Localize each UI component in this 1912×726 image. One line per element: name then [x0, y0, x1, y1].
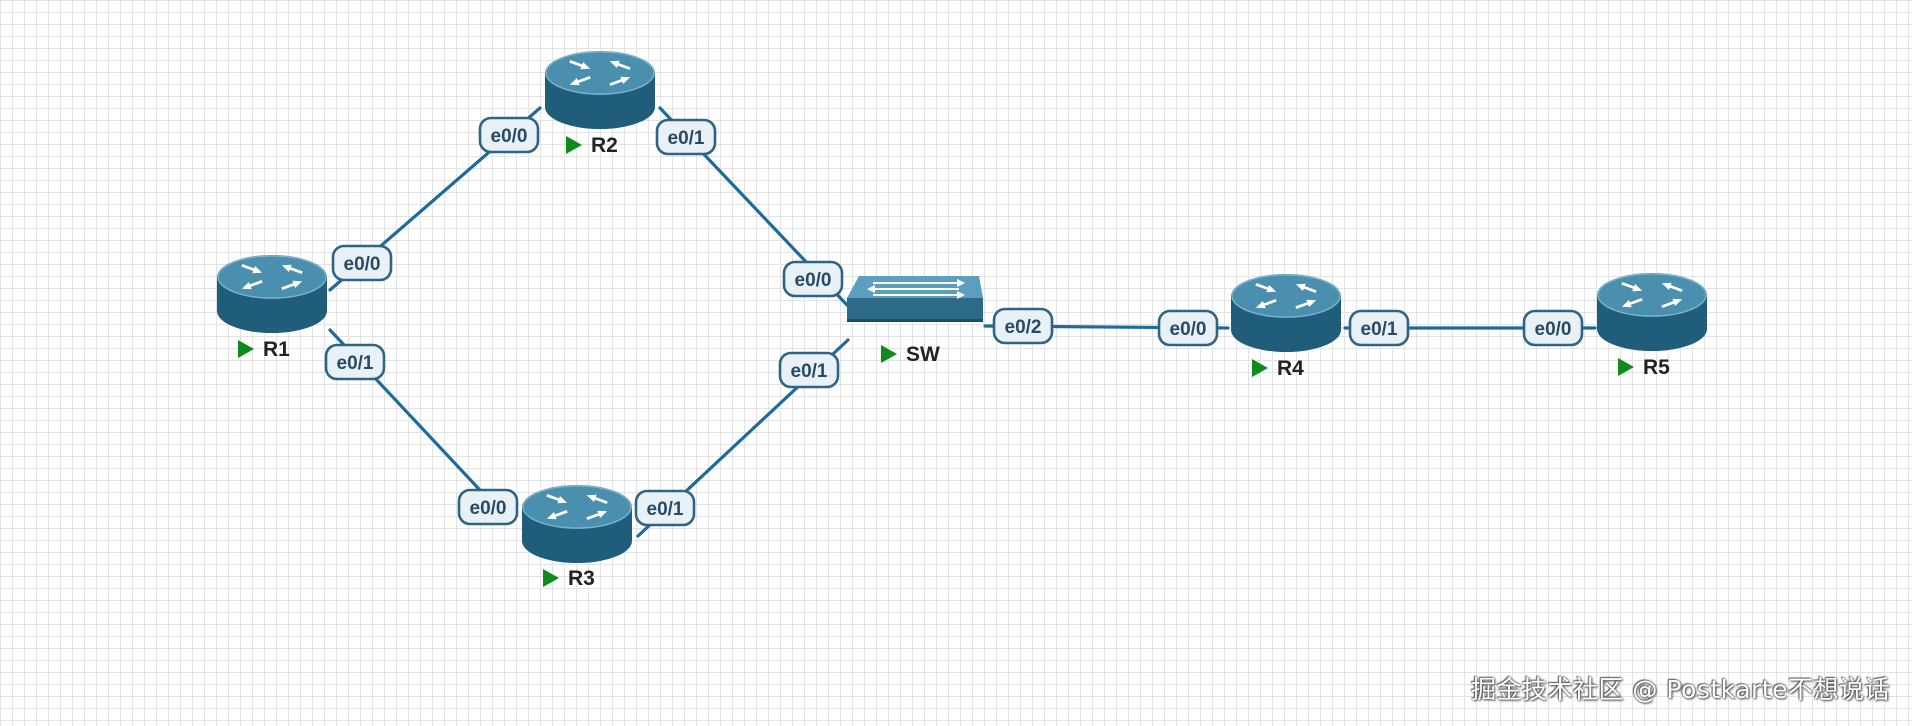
- router-arrow-glyph: [569, 60, 591, 70]
- router-arrow-glyph: [609, 76, 631, 86]
- router-arrow-glyph: [281, 280, 303, 290]
- router-top: [217, 255, 327, 299]
- router-arrow-glyph: [1621, 298, 1643, 308]
- router-arrow-glyph: [241, 280, 263, 290]
- router-arrow-glyph: [1295, 299, 1317, 309]
- port-label-text: e0/0: [1170, 319, 1207, 340]
- router-r5[interactable]: [1597, 273, 1707, 351]
- port-label-text: e0/0: [344, 254, 381, 275]
- router-r4[interactable]: [1231, 274, 1341, 352]
- port-label-r2-e0-0[interactable]: e0/0: [478, 116, 540, 154]
- port-label-box: [782, 260, 844, 298]
- node-label-r4: R4: [1252, 357, 1304, 380]
- router-arrow-glyph: [1661, 282, 1683, 292]
- node-name: R2: [591, 134, 618, 157]
- switch-bottom-edge: [847, 319, 983, 322]
- port-label-r3-e0-1[interactable]: e0/1: [634, 489, 696, 527]
- node-label-r2: R2: [566, 134, 618, 157]
- port-label-r1-e0-1[interactable]: e0/1: [324, 343, 386, 381]
- node-name: R4: [1277, 357, 1304, 380]
- router-top: [545, 51, 655, 95]
- router-arrow-glyph: [1255, 283, 1277, 293]
- port-label-text: e0/0: [491, 126, 528, 147]
- port-label-box: [324, 343, 386, 381]
- port-label-box: [778, 351, 840, 389]
- router-arrow-glyph: [1255, 299, 1277, 309]
- router-arrow-glyph: [1621, 282, 1643, 292]
- switch-top-face: [847, 276, 983, 298]
- router-arrow-glyph: [569, 76, 591, 86]
- play-icon: [543, 569, 559, 587]
- router-arrow-glyph: [546, 510, 568, 520]
- port-label-text: e0/2: [1005, 317, 1042, 338]
- port-label-box: [1157, 309, 1219, 347]
- port-label-sw-e0-0[interactable]: e0/0: [782, 260, 844, 298]
- node-name: R1: [263, 338, 290, 361]
- node-label-sw: SW: [881, 343, 940, 366]
- play-icon: [1618, 358, 1634, 376]
- port-label-box: [331, 244, 393, 282]
- router-arrow-glyph: [586, 494, 608, 504]
- router-arrow-glyph: [586, 510, 608, 520]
- node-label-r5: R5: [1618, 356, 1670, 379]
- router-rim: [522, 485, 632, 529]
- router-arrow-glyph: [1295, 283, 1317, 293]
- switch-front-face: [847, 298, 983, 322]
- port-label-box: [655, 118, 717, 156]
- node-name: R3: [568, 567, 595, 590]
- router-top: [1597, 273, 1707, 317]
- switch-sw[interactable]: [847, 276, 983, 322]
- router-top: [1231, 274, 1341, 318]
- port-label-r5-e0-0[interactable]: e0/0: [1522, 309, 1584, 347]
- port-label-r4-e0-0[interactable]: e0/0: [1157, 309, 1219, 347]
- play-icon: [566, 136, 582, 154]
- port-label-sw-e0-2[interactable]: e0/2: [992, 307, 1054, 345]
- port-label-text: e0/0: [470, 498, 507, 519]
- router-top: [522, 485, 632, 529]
- router-rim: [217, 255, 327, 299]
- port-label-text: e0/1: [791, 361, 828, 382]
- switch-arrow-head: [957, 291, 965, 299]
- port-label-r2-e0-1[interactable]: e0/1: [655, 118, 717, 156]
- port-label-sw-e0-1[interactable]: e0/1: [778, 351, 840, 389]
- port-label-text: e0/1: [1361, 319, 1398, 340]
- port-label-box: [634, 489, 696, 527]
- router-rim: [1597, 273, 1707, 317]
- switch-arrow-head: [957, 279, 965, 287]
- port-label-text: e0/1: [647, 499, 684, 520]
- port-label-text: e0/1: [668, 128, 705, 149]
- router-r1[interactable]: [217, 255, 327, 333]
- node-label-r1: R1: [238, 338, 290, 361]
- port-label-text: e0/1: [337, 353, 374, 374]
- port-label-text: e0/0: [1535, 319, 1572, 340]
- port-label-r3-e0-0[interactable]: e0/0: [457, 488, 519, 526]
- play-icon: [238, 340, 254, 358]
- router-arrow-glyph: [241, 264, 263, 274]
- node-label-r3: R3: [543, 567, 595, 590]
- port-label-box: [992, 307, 1054, 345]
- port-label-r1-e0-0[interactable]: e0/0: [331, 244, 393, 282]
- port-label-text: e0/0: [795, 270, 832, 291]
- router-rim: [1231, 274, 1341, 318]
- router-arrow-glyph: [609, 60, 631, 70]
- node-name: R5: [1643, 356, 1670, 379]
- router-rim: [545, 51, 655, 95]
- port-label-box: [457, 488, 519, 526]
- play-icon: [881, 345, 897, 363]
- port-label-box: [1348, 309, 1410, 347]
- router-arrow-glyph: [281, 264, 303, 274]
- watermark-text: 掘金技术社区 @ Postkarte不想说话: [1470, 675, 1890, 704]
- router-r3[interactable]: [522, 485, 632, 563]
- play-icon: [1252, 359, 1268, 377]
- node-name: SW: [906, 343, 940, 366]
- port-label-box: [1522, 309, 1584, 347]
- router-r2[interactable]: [545, 51, 655, 129]
- router-arrow-glyph: [1661, 298, 1683, 308]
- router-arrow-glyph: [546, 494, 568, 504]
- port-label-box: [478, 116, 540, 154]
- switch-arrow-head: [867, 285, 875, 293]
- port-label-r4-e0-1[interactable]: e0/1: [1348, 309, 1410, 347]
